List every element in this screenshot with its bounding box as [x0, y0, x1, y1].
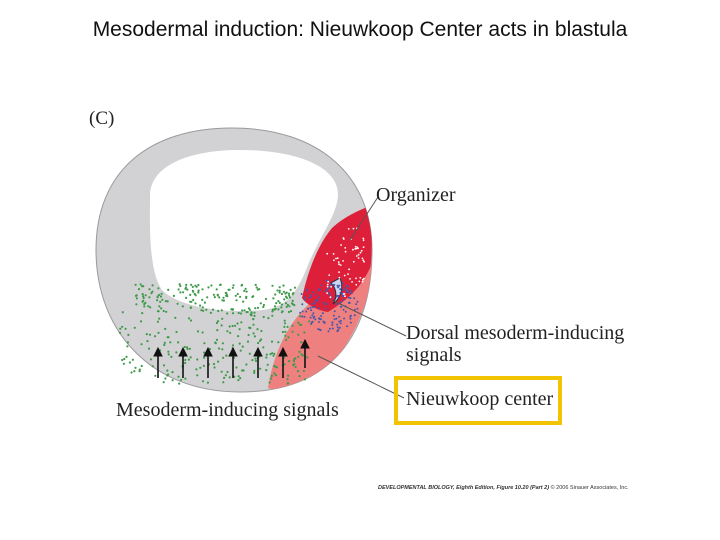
blastocoel	[149, 150, 338, 312]
slide-title: Mesodermal induction: Nieuwkoop Center a…	[92, 18, 628, 41]
dorsal-dots-blue	[299, 279, 359, 333]
signal-arrow-head	[178, 346, 188, 357]
organizer-dots-white	[326, 227, 365, 299]
leader-nieuwkoop	[317, 355, 405, 399]
signal-arrow-head	[278, 346, 288, 357]
signal-arrow-head	[153, 346, 163, 357]
vegetal-dots-green	[118, 283, 311, 385]
nieuwkoop-label: Nieuwkoop center	[406, 388, 554, 410]
credit-rights: © 2006 Sinauer Associates, Inc.	[550, 485, 629, 491]
credit-book: DEVELOPMENTAL BIOLOGY, Eighth Edition, F…	[378, 485, 550, 491]
figure-credit: DEVELOPMENTAL BIOLOGY, Eighth Edition, F…	[378, 485, 629, 491]
dorsal-signals-label-line1: Dorsal mesoderm-inducing	[406, 322, 625, 344]
dorsal-signals-label-line2: signals	[406, 344, 462, 366]
leader-dorsal	[331, 299, 407, 337]
dorsal-signals-label: Dorsal mesoderm-inducing signals	[406, 322, 624, 366]
signal-arrow-head	[228, 346, 238, 357]
signal-arrows	[153, 338, 310, 378]
signal-arrow-head	[300, 338, 310, 349]
nieuwkoop-highlight-box	[394, 376, 562, 425]
leader-organizer	[349, 196, 379, 241]
mesoderm-signals-label: Mesoderm-inducing signals	[116, 399, 339, 421]
signal-arrow-head	[253, 346, 263, 357]
panel-label: (C)	[89, 108, 115, 129]
signal-arrow-head	[203, 346, 213, 357]
organizer-label: Organizer	[376, 184, 456, 206]
